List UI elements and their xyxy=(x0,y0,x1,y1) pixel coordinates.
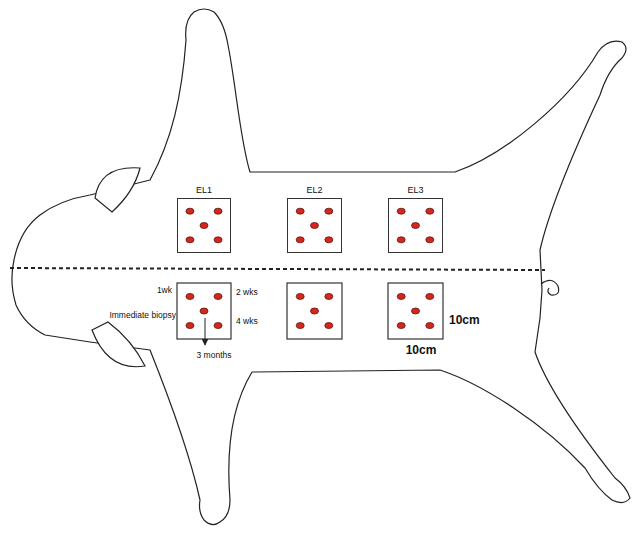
biopsy-dot xyxy=(325,293,333,299)
biopsy-dot xyxy=(325,237,333,243)
biopsy-dot xyxy=(214,208,222,214)
biopsy-square: EL1 xyxy=(177,198,231,253)
time-label: 4 wks xyxy=(236,317,258,326)
biopsy-square xyxy=(287,283,342,339)
biopsy-dot xyxy=(296,237,304,243)
biopsy-dot xyxy=(397,208,405,214)
time-label: 2 wks xyxy=(236,288,258,297)
biopsy-dot xyxy=(296,293,304,299)
biopsy-square: EL3 xyxy=(388,198,443,253)
biopsy-square xyxy=(388,283,443,339)
dimension-label: 10cm xyxy=(449,314,480,327)
pig-tail xyxy=(541,280,559,295)
pig-ear xyxy=(92,322,145,367)
biopsy-dot xyxy=(186,293,194,299)
time-label: Immediate biopsy xyxy=(109,311,176,320)
site-label: EL1 xyxy=(196,186,212,196)
pig-ear xyxy=(95,168,140,212)
time-arrow xyxy=(205,318,206,345)
biopsy-dot xyxy=(200,308,208,314)
biopsy-dot xyxy=(296,323,304,329)
biopsy-dot xyxy=(397,293,405,299)
time-label: 3 months xyxy=(197,351,232,360)
biopsy-dot xyxy=(426,323,434,329)
biopsy-square: EL2 xyxy=(287,198,342,253)
biopsy-dot xyxy=(426,293,434,299)
biopsy-dot xyxy=(325,208,333,214)
biopsy-dot xyxy=(397,323,405,329)
biopsy-square xyxy=(177,283,231,339)
biopsy-dot xyxy=(426,208,434,214)
dimension-label: 10cm xyxy=(406,344,437,357)
biopsy-dot xyxy=(200,223,208,229)
biopsy-dot xyxy=(397,237,405,243)
site-label: EL2 xyxy=(306,186,322,196)
biopsy-dot xyxy=(311,308,319,314)
biopsy-dot xyxy=(311,223,319,229)
biopsy-dot xyxy=(186,323,194,329)
biopsy-dot xyxy=(412,223,420,229)
biopsy-dot xyxy=(214,323,222,329)
pig-outline xyxy=(12,9,630,525)
midline xyxy=(10,268,545,270)
biopsy-dot xyxy=(296,208,304,214)
biopsy-dot xyxy=(214,237,222,243)
biopsy-dot xyxy=(186,237,194,243)
biopsy-dot xyxy=(214,293,222,299)
biopsy-dot xyxy=(412,308,420,314)
site-label: EL3 xyxy=(407,186,423,196)
biopsy-dot xyxy=(426,237,434,243)
biopsy-dot xyxy=(186,208,194,214)
time-label: 1wk xyxy=(157,286,172,295)
biopsy-dot xyxy=(325,323,333,329)
